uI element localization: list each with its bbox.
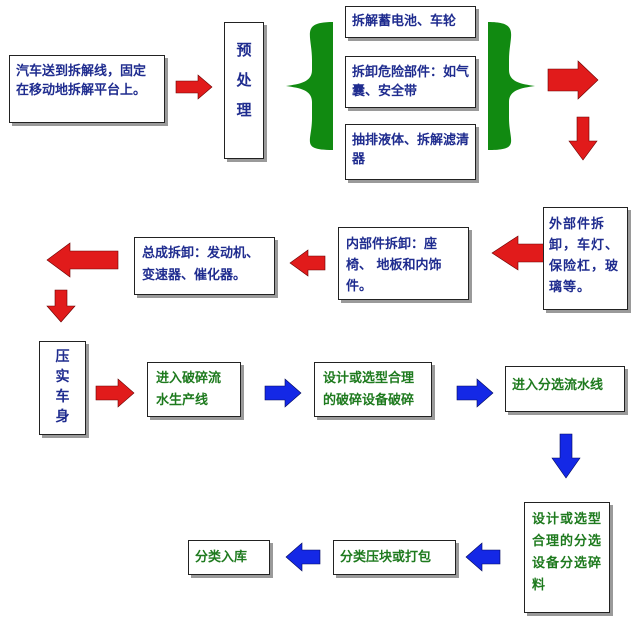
left-brace: [286, 22, 333, 150]
box-fluids: 抽排液体、拆解滤清器: [345, 124, 476, 180]
box-pretreat: 预处理: [224, 22, 264, 159]
arrow-compact-to-crush-line: [95, 378, 135, 408]
box-crush-line: 进入破碎流水生产线: [147, 362, 241, 417]
box-sort-line: 进入分选流水线: [505, 366, 625, 412]
box-bale: 分类压块或打包: [333, 540, 456, 575]
box-battery: 拆解蓄电池、车轮: [345, 6, 476, 38]
arrow-start-to-pretreat: [175, 74, 213, 100]
box-hazard: 拆卸危险部件：如气囊、安全带: [345, 56, 476, 108]
arrow-crush-line-to-equip: [264, 378, 302, 408]
box-compact: 压实车身: [39, 341, 86, 435]
arrow-sort-equip-to-bale: [465, 542, 501, 572]
box-start: 汽车送到拆解线，固定在移动地拆解平台上。: [9, 55, 165, 123]
arrow-right-from-brace: [547, 60, 599, 100]
arrow-interior-to-assembly: [289, 249, 326, 277]
box-sort-equip: 设计或选型合理的分选设备分选碎料: [524, 502, 610, 613]
box-exterior: 外部件拆卸，车灯、保险杠，玻璃等。: [543, 207, 628, 310]
arrow-assembly-left: [46, 242, 119, 278]
right-brace: [488, 22, 535, 150]
box-crush-equip: 设计或选型合理的破碎设备破碎: [314, 362, 432, 417]
arrow-down-to-sort-equip: [551, 433, 581, 479]
arrow-down-to-compact: [46, 289, 76, 323]
box-interior: 内部件拆卸：座椅、 地板和内饰件。: [338, 227, 469, 300]
box-assembly: 总成拆卸：发动机、变速器、催化器。: [134, 237, 275, 295]
box-store: 分类入库: [188, 540, 270, 575]
arrow-crush-equip-to-sort-line: [456, 378, 494, 408]
arrow-bale-to-store: [285, 542, 321, 572]
arrow-down-to-exterior: [568, 116, 598, 161]
